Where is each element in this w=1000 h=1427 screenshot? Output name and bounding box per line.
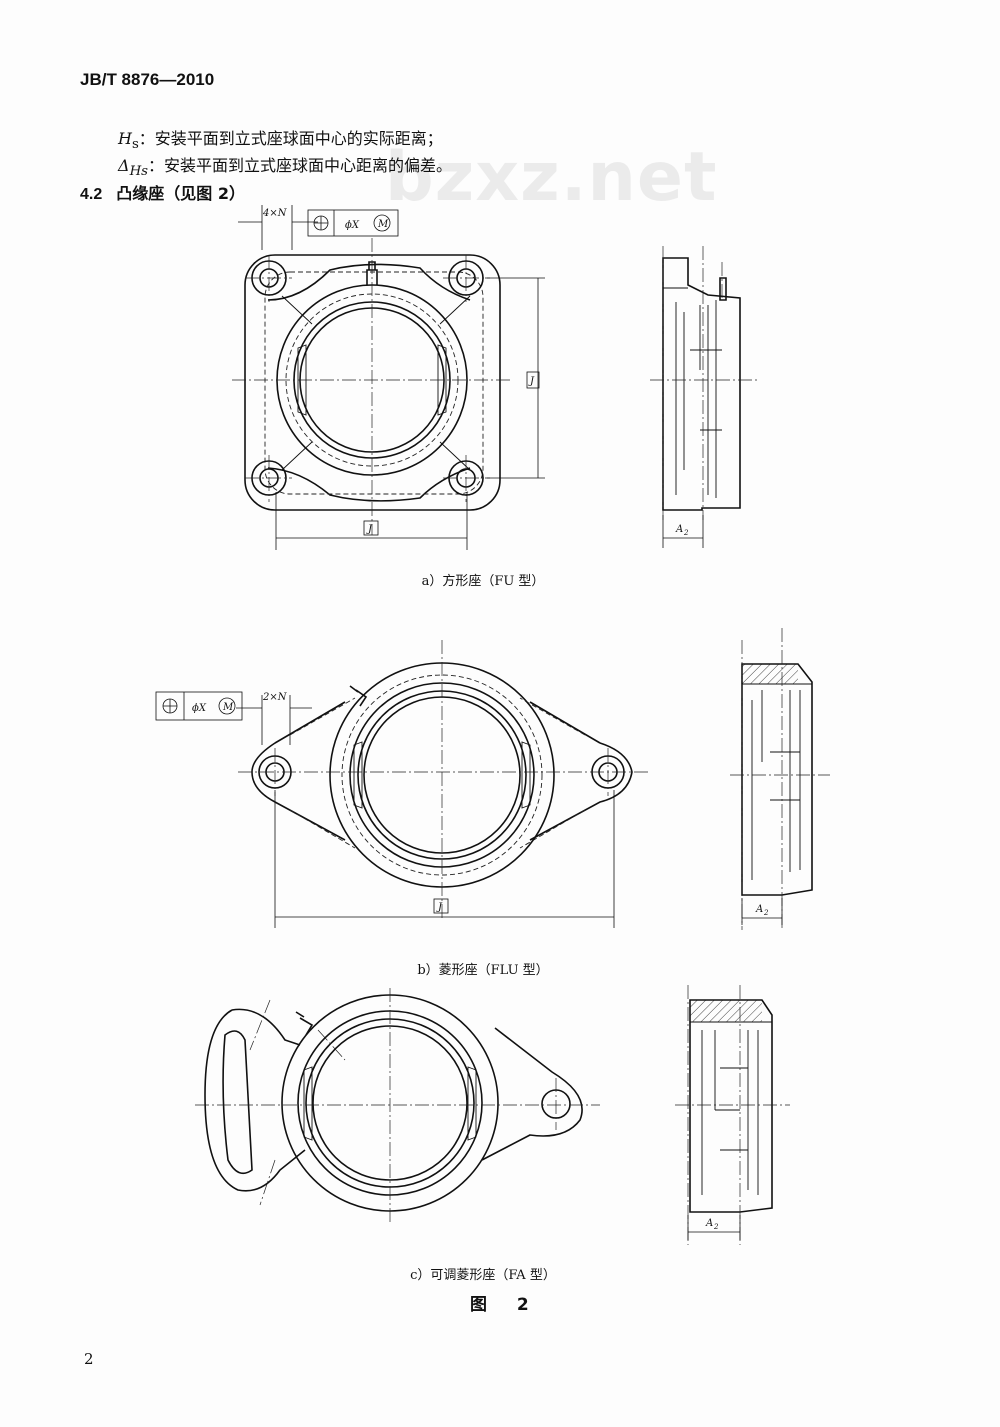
watermark: bzxz.net xyxy=(385,138,718,217)
figure-b-side-view: A 2 xyxy=(730,628,830,930)
figure-c-side-view: A 2 xyxy=(675,985,790,1245)
svg-text:2: 2 xyxy=(713,1223,719,1231)
svg-text:ϕX: ϕX xyxy=(345,220,360,231)
svg-text:M: M xyxy=(222,702,234,713)
page-number: 2 xyxy=(84,1350,94,1368)
svg-text:2×N: 2×N xyxy=(262,692,288,703)
caption-figure-b: b）菱形座（FLU 型） xyxy=(417,963,549,978)
svg-text:4×N: 4×N xyxy=(262,208,288,219)
figure-title: 图 2 xyxy=(470,1295,541,1315)
figure-c-front-view xyxy=(195,988,600,1222)
definition-hs: Hs：安装平面到立式座球面中心的实际距离； xyxy=(118,129,443,153)
caption-figure-c: c）可调菱形座（FA 型） xyxy=(410,1268,556,1283)
standard-number: JB/T 8876—2010 xyxy=(80,70,215,89)
figure-a-side-view: A 2 xyxy=(650,246,760,548)
svg-text:A: A xyxy=(705,1218,713,1229)
svg-text:2: 2 xyxy=(763,909,769,917)
figure-a-front-view: J J 4×N ϕX M xyxy=(232,205,545,550)
svg-text:2: 2 xyxy=(683,529,689,537)
caption-figure-a: a）方形座（FU 型） xyxy=(421,574,545,589)
svg-text:A: A xyxy=(675,524,683,535)
svg-text:M: M xyxy=(377,219,389,230)
figure-b-front-view: J 2×N ϕX M xyxy=(155,640,648,928)
svg-text:J: J xyxy=(366,524,373,535)
svg-text:J: J xyxy=(528,376,535,387)
definition-delta-hs: ΔHs：安装平面到立式座球面中心距离的偏差。 xyxy=(118,156,453,180)
svg-text:J: J xyxy=(436,902,443,913)
svg-text:ϕX: ϕX xyxy=(192,703,207,714)
svg-text:A: A xyxy=(755,904,763,915)
